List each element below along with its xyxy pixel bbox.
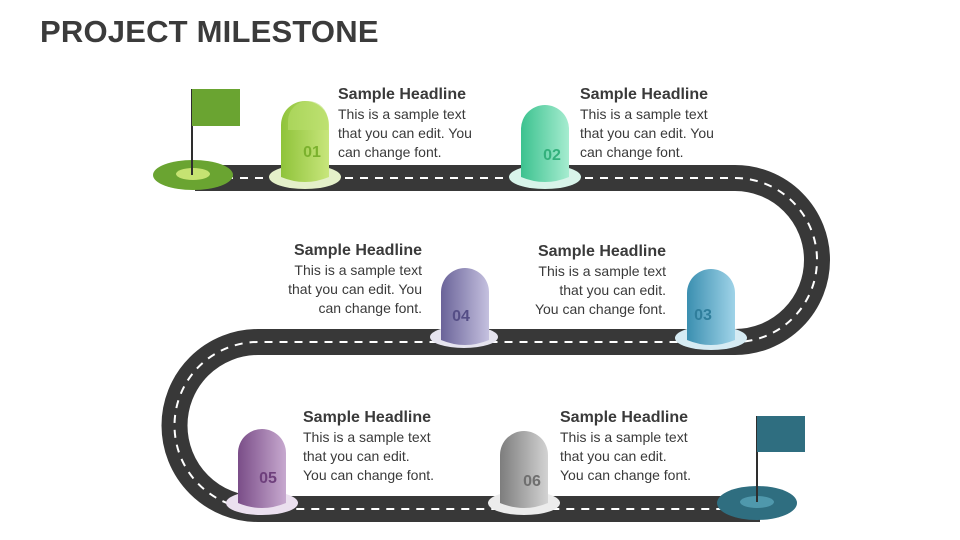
milestone-number: 02 [543,147,561,164]
milestone-text-01: Sample Headline This is a sample text th… [338,85,528,162]
milestone-body-line: that you can edit. You [338,125,472,141]
milestone-headline: Sample Headline [293,242,422,259]
milestone-body-line: can change font. [338,144,442,160]
milestone-marker-01: 01 [269,101,341,189]
milestone-body-line: This is a sample text [338,106,466,122]
milestone-marker-03: 03 [675,269,747,350]
milestone-body-line: This is a sample text [294,262,422,278]
milestone-text-05: Sample Headline This is a sample text th… [303,408,493,485]
milestone-text-03: Sample Headline This is a sample text th… [476,242,666,319]
milestone-body-line: You can change font. [303,467,435,483]
milestone-body-line: This is a sample text [538,263,666,279]
milestone-headline: Sample Headline [560,409,689,426]
milestone-marker-04: 04 [430,268,498,348]
milestone-number: 05 [259,470,277,487]
milestone-number: 01 [303,144,321,161]
milestone-body-line: You can change font. [534,301,666,317]
milestone-number: 06 [523,473,541,490]
milestone-body-line: This is a sample text [303,429,431,445]
page-title: PROJECT MILESTONE [40,14,379,49]
milestone-body-line: that you can edit. You [580,125,714,141]
milestone-text-06: Sample Headline This is a sample text th… [560,408,750,485]
road-center-line [173,177,818,510]
milestone-text-02: Sample Headline This is a sample text th… [580,85,770,162]
milestone-headline: Sample Headline [338,86,467,103]
milestone-body-line: You can change font. [560,467,692,483]
milestone-body-line: can change font. [580,144,684,160]
milestone-marker-05: 05 [226,429,298,515]
milestone-text-04: Sample Headline This is a sample text th… [232,241,422,318]
milestone-number: 03 [694,307,712,324]
milestone-headline: Sample Headline [580,86,709,103]
milestone-body-line: can change font. [318,300,422,316]
milestone-headline: Sample Headline [303,409,432,426]
start-flag-icon [153,89,240,190]
milestone-body-line: that you can edit. [303,448,410,464]
milestone-marker-02: 02 [509,105,581,189]
milestone-number: 04 [452,308,470,325]
milestone-body-line: This is a sample text [580,106,708,122]
milestone-body-line: that you can edit. [560,448,667,464]
milestone-headline: Sample Headline [537,243,666,260]
milestone-body-line: This is a sample text [560,429,688,445]
milestone-marker-06: 06 [488,431,560,515]
milestone-body-line: that you can edit. [559,282,666,298]
end-flag-icon [717,416,805,520]
milestone-body-line: that you can edit. You [288,281,422,297]
